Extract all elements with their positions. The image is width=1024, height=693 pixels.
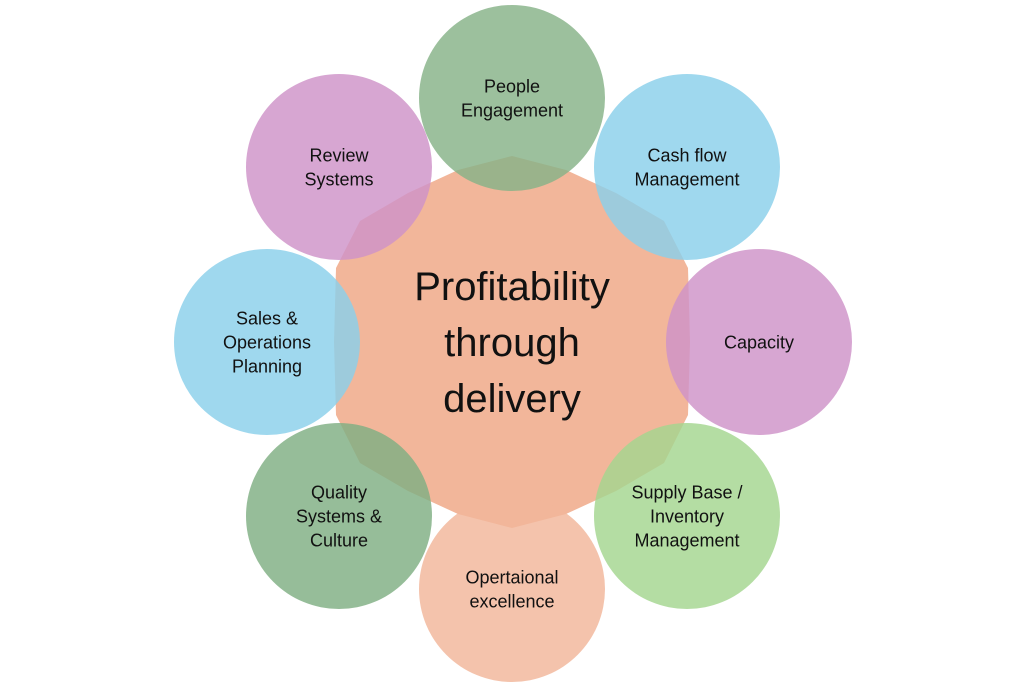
node-circle [419, 5, 605, 191]
node-label-line: Quality [311, 482, 367, 502]
center-octagon [334, 156, 690, 528]
node-label-line: Systems [304, 169, 373, 189]
node-label-line: Operations [223, 332, 311, 352]
center-title-line: Profitability [414, 265, 610, 309]
node-capacity: Capacity [666, 249, 852, 435]
node-label-line: Inventory [650, 506, 724, 526]
node-label: Capacity [724, 332, 794, 352]
node-circle [174, 249, 360, 435]
node-label-line: Supply Base / [631, 482, 742, 502]
node-circle [246, 74, 432, 260]
node-label-line: People [484, 76, 540, 96]
node-circle [246, 423, 432, 609]
center-title-line: delivery [443, 377, 581, 421]
node-label-line: excellence [469, 591, 554, 611]
node-label-line: Engagement [461, 100, 563, 120]
node-label-line: Planning [232, 356, 302, 376]
node-label-line: Management [634, 169, 739, 189]
node-label-line: Sales & [236, 308, 298, 328]
node-circle [594, 423, 780, 609]
center-title: Profitability through delivery [414, 265, 610, 421]
node-label-line: Management [634, 530, 739, 550]
center-title-line: through [444, 321, 580, 365]
node-operational-excellence: Opertaional excellence [419, 496, 605, 682]
node-label-line: Culture [310, 530, 368, 550]
node-label-line: Capacity [724, 332, 794, 352]
node-label-line: Systems & [296, 506, 382, 526]
node-label-line: Opertaional [465, 567, 558, 587]
node-label-line: Review [309, 145, 369, 165]
node-circle [594, 74, 780, 260]
node-circle [419, 496, 605, 682]
node-label-line: Cash flow [647, 145, 727, 165]
node-label: Opertaional excellence [465, 567, 558, 611]
node-circle [666, 249, 852, 435]
